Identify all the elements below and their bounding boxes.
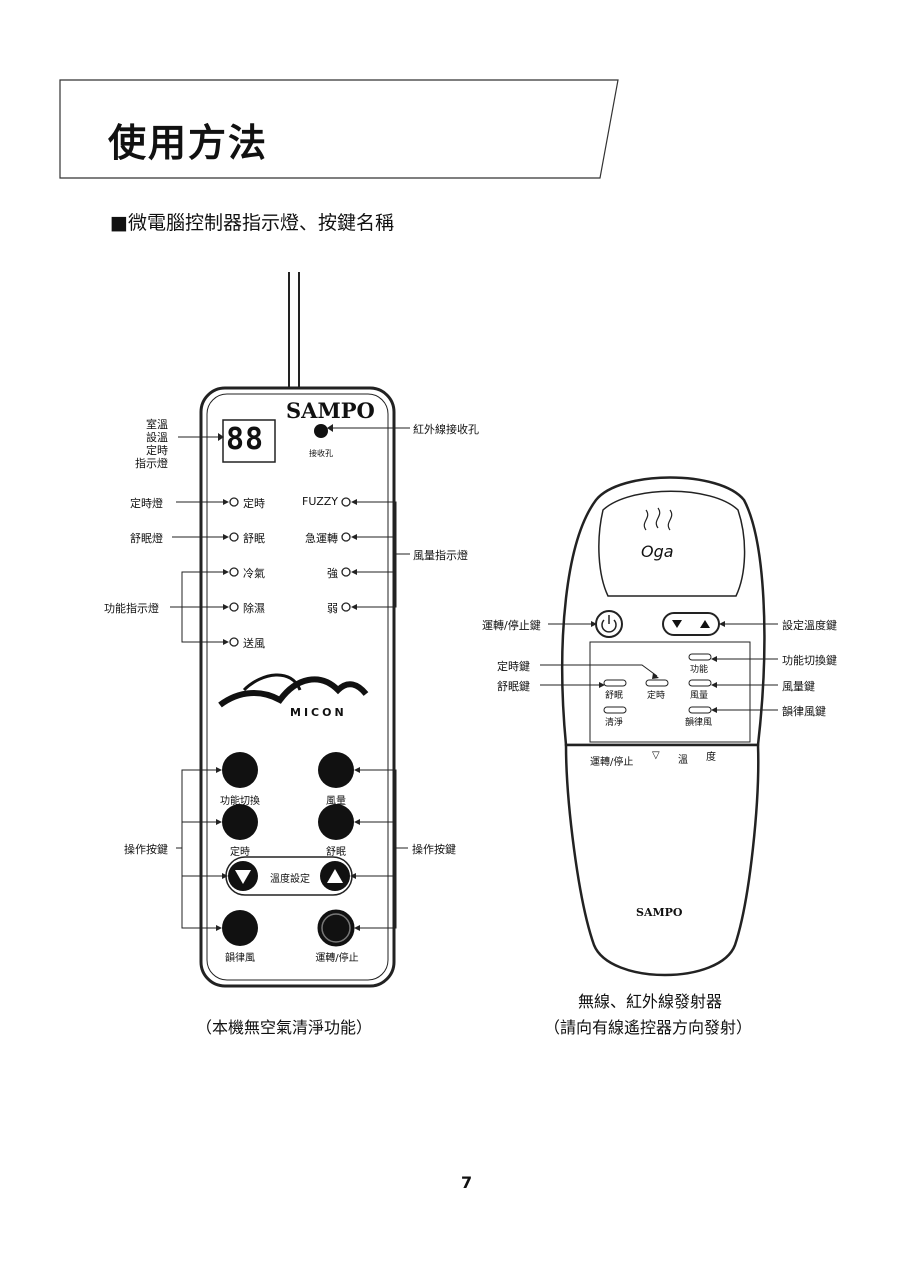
remote-panel-label-timer: 定時 bbox=[647, 691, 666, 701]
remote-callout-rhythm: 韻律風鍵 bbox=[782, 705, 826, 718]
arrow-head bbox=[218, 433, 224, 441]
right-indicator-lamps bbox=[341, 497, 351, 612]
left-lamp-callouts bbox=[170, 501, 226, 643]
remote-logo: Oga bbox=[641, 542, 674, 561]
remote-label-run-stop: 運轉/停止 bbox=[590, 757, 634, 768]
remote-caption-line1: 無線、紅外線發射器 bbox=[578, 992, 723, 1011]
controller-buttons bbox=[222, 752, 355, 947]
button-label-timer: 定時 bbox=[230, 847, 250, 858]
page-number: 7 bbox=[461, 1173, 473, 1192]
temp-up-icon bbox=[700, 620, 710, 628]
remote-panel-label-fan: 風量 bbox=[690, 691, 709, 701]
power-icon bbox=[601, 619, 617, 633]
button-label-rhythm: 韻律風 bbox=[225, 953, 255, 964]
lamp-label-high: 強 bbox=[327, 567, 338, 580]
fan-lamps-callout: 風量指示燈 bbox=[413, 549, 468, 562]
sleep-lamp-callout: 舒眠燈 bbox=[130, 532, 163, 545]
lamp-label-low: 弱 bbox=[327, 602, 338, 615]
remote-panel-label-rhythm: 韻律風 bbox=[685, 718, 713, 728]
receiver-label: 接收孔 bbox=[309, 449, 333, 458]
remote-panel-buttons bbox=[603, 653, 712, 714]
lamp-label-turbo: 急運轉 bbox=[305, 532, 338, 545]
remote-panel-label-sleep: 舒眠 bbox=[605, 691, 624, 701]
button-label-fan: 風量 bbox=[326, 796, 346, 807]
remote-callout-function: 功能切換鍵 bbox=[782, 654, 837, 667]
remote-callout-run-stop: 運轉/停止鍵 bbox=[482, 619, 541, 632]
remote-label-temp1: 溫 bbox=[678, 755, 688, 766]
remote-callout-temp: 設定溫度鍵 bbox=[782, 619, 837, 632]
ir-receiver-callout: 紅外線接收孔 bbox=[413, 423, 479, 436]
right-lamp-arrowheads bbox=[351, 499, 357, 610]
right-key-callouts bbox=[352, 769, 408, 929]
left-lamp-arrowheads bbox=[223, 499, 229, 645]
controller-brand: SAMPO bbox=[286, 398, 375, 423]
right-lamp-callouts bbox=[354, 501, 410, 608]
controller-inner bbox=[206, 393, 389, 981]
remote-label-temp2: 度 bbox=[706, 752, 716, 763]
display-callout-label: 室溫 設溫 定時 指示燈 bbox=[135, 418, 168, 470]
controller-caption: （本機無空氣清淨功能） bbox=[196, 1018, 373, 1037]
timer-lamp-callout: 定時燈 bbox=[130, 497, 163, 510]
left-indicator-lamps bbox=[229, 497, 239, 647]
remote-callout-sleep: 舒眠鍵 bbox=[497, 680, 530, 693]
button-label-sleep: 舒眠 bbox=[326, 847, 346, 858]
remote-callout-fan: 風量鍵 bbox=[782, 680, 815, 693]
temp-down-icon bbox=[672, 620, 682, 628]
remote-body bbox=[561, 476, 766, 977]
button-label-function: 功能切換 bbox=[220, 796, 260, 807]
remote-callout-timer: 定時鍵 bbox=[497, 660, 530, 673]
section-subtitle: ■微電腦控制器指示燈、按鍵名稱 bbox=[110, 212, 394, 234]
remote-temp-down-small-icon: ▽ bbox=[652, 750, 660, 761]
title-banner bbox=[59, 79, 619, 179]
lamp-label-timer: 定時 bbox=[243, 497, 265, 510]
button-label-temp-setting: 溫度設定 bbox=[270, 874, 310, 885]
left-key-arrowheads bbox=[216, 767, 228, 931]
lamp-label-dehumidify: 除濕 bbox=[243, 602, 265, 615]
remote-panel-label-function: 功能 bbox=[690, 665, 709, 675]
operation-keys-callout-left: 操作按鍵 bbox=[124, 843, 168, 856]
micon-logo-graphic bbox=[218, 673, 369, 708]
lcd-digits: 88 bbox=[226, 422, 265, 457]
lamp-label-sleep: 舒眠 bbox=[243, 532, 265, 545]
remote-brand: SAMPO bbox=[636, 906, 683, 919]
arrow-head bbox=[327, 424, 333, 432]
remote-arrowheads bbox=[591, 621, 725, 713]
left-key-callouts bbox=[176, 769, 224, 929]
function-lamps-callout: 功能指示燈 bbox=[104, 602, 159, 615]
operation-keys-callout-right: 操作按鍵 bbox=[412, 843, 456, 856]
oga-steam-graphic bbox=[643, 507, 673, 531]
right-key-arrowheads bbox=[350, 767, 360, 931]
remote-callouts bbox=[540, 623, 778, 711]
remote-temp-buttons bbox=[662, 612, 720, 636]
lcd-display-frame bbox=[222, 419, 276, 463]
micon-logo-text: MICON bbox=[290, 706, 347, 719]
button-label-run-stop: 運轉/停止 bbox=[315, 953, 359, 964]
lamp-label-cool: 冷氣 bbox=[243, 567, 265, 580]
remote-panel-label-clean: 清淨 bbox=[605, 718, 624, 728]
ir-receiver bbox=[314, 424, 328, 438]
lamp-label-fuzzy: FUZZY bbox=[302, 495, 338, 508]
page-title: 使用方法 bbox=[108, 121, 269, 165]
lamp-label-fan-only: 送風 bbox=[243, 637, 265, 650]
remote-caption-line2: （請向有線遙控器方向發射） bbox=[544, 1018, 753, 1037]
